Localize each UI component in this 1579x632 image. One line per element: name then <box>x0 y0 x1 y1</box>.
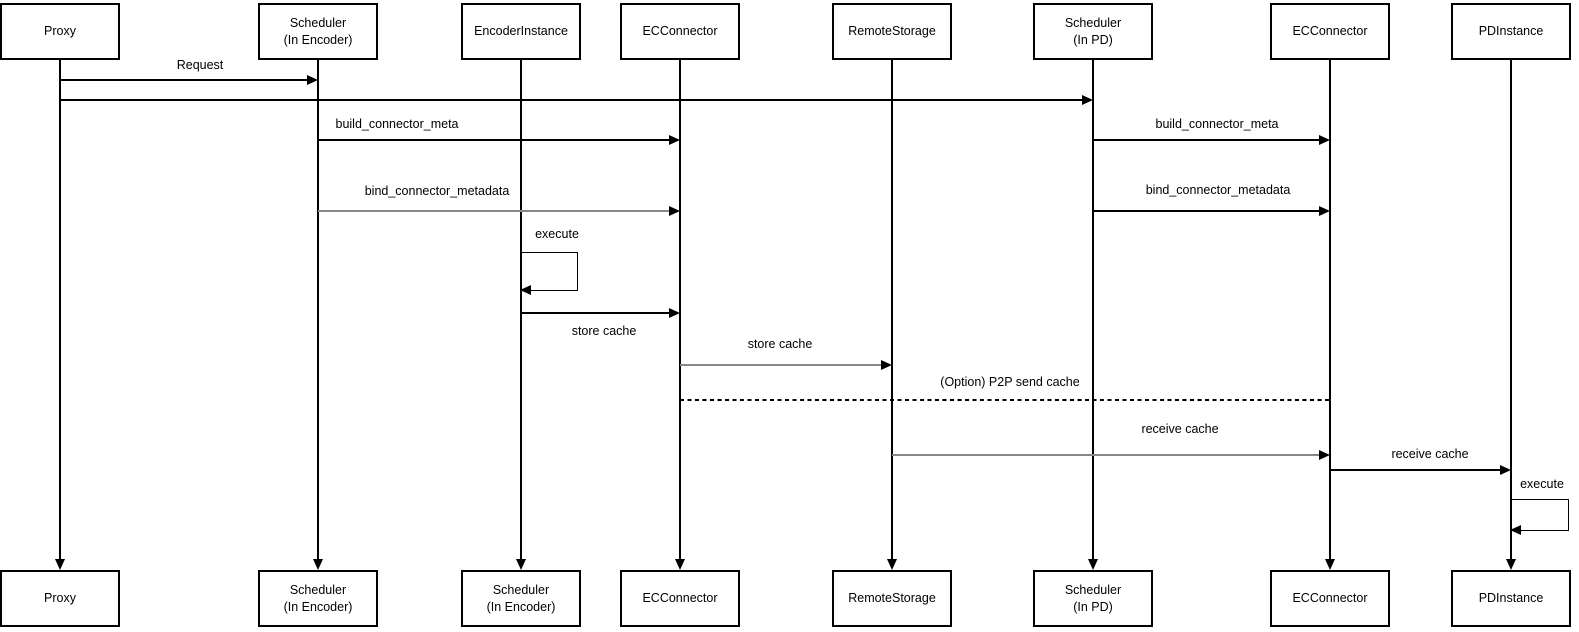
actor-label-line: Scheduler <box>289 15 347 30</box>
lifeline-remote-storage-arrowhead-icon <box>887 559 897 570</box>
actor-remote-storage-bottom-box: RemoteStorage <box>832 570 952 627</box>
actor-label-line: RemoteStorage <box>848 591 936 606</box>
message-bind-connector-metadata-pd-line <box>1093 210 1321 212</box>
self-message-execute-pd-arrowhead-icon <box>1510 525 1521 535</box>
message-build-connector-meta-encoder-label: build_connector_meta <box>335 117 459 131</box>
message-build-connector-meta-pd-arrowhead-icon <box>1319 135 1330 145</box>
actor-label-line: RemoteStorage <box>848 24 936 39</box>
actor-label-line: ECConnector <box>1292 591 1368 606</box>
lifeline-pd-instance-arrowhead-icon <box>1506 559 1516 570</box>
message-receive-cache-ec-label: receive cache <box>1141 422 1219 436</box>
actor-encoder-instance-top-box: EncoderInstance <box>461 3 581 60</box>
actor-scheduler-encoder-top-box: Scheduler (In Encoder) <box>258 3 378 60</box>
message-request-forward-arrowhead-icon <box>1082 95 1093 105</box>
actor-label-line: (In Encoder) <box>283 599 353 614</box>
actor-label-line: (In Encoder) <box>283 32 353 47</box>
actor-remote-storage-top-box: RemoteStorage <box>832 3 952 60</box>
message-request-label: Request <box>176 58 224 72</box>
actor-label-line: Scheduler <box>492 582 550 597</box>
actor-proxy-bottom-box: Proxy <box>0 570 120 627</box>
lifeline-ec-connector-pd <box>1329 60 1331 559</box>
message-p2p-send-cache-line <box>680 399 1330 401</box>
message-store-cache-ec-line <box>521 312 671 314</box>
actor-label-line: Proxy <box>44 24 76 39</box>
message-build-connector-meta-encoder-line <box>318 139 671 141</box>
message-store-cache-ec-arrowhead-icon <box>669 308 680 318</box>
message-receive-cache-ec-line <box>892 454 1321 456</box>
lifeline-scheduler-encoder-arrowhead-icon <box>313 559 323 570</box>
actor-proxy-top-box: Proxy <box>0 3 120 60</box>
lifeline-pd-instance <box>1510 60 1512 559</box>
message-bind-connector-metadata-encoder-label: bind_connector_metadata <box>364 184 510 198</box>
actor-scheduler-pd-top-box: Scheduler (In PD) <box>1033 3 1153 60</box>
message-bind-connector-metadata-encoder-arrowhead-icon <box>669 206 680 216</box>
message-receive-cache-pd-label: receive cache <box>1391 447 1469 461</box>
message-build-connector-meta-pd-label: build_connector_meta <box>1155 117 1279 131</box>
actor-label-line: ECConnector <box>1292 24 1368 39</box>
actor-label-line: PDInstance <box>1478 591 1544 606</box>
actor-pd-instance-bottom-box: PDInstance <box>1451 570 1571 627</box>
message-receive-cache-ec-arrowhead-icon <box>1319 450 1330 460</box>
self-message-execute-pd-loop <box>1511 499 1569 531</box>
lifeline-ec-connector-encoder-arrowhead-icon <box>675 559 685 570</box>
actor-label-line: (In Encoder) <box>486 599 556 614</box>
lifeline-ec-connector-pd-arrowhead-icon <box>1325 559 1335 570</box>
message-bind-connector-metadata-pd-arrowhead-icon <box>1319 206 1330 216</box>
message-receive-cache-pd-arrowhead-icon <box>1500 465 1511 475</box>
actor-label-line: Scheduler <box>1064 582 1122 597</box>
lifeline-encoder-instance-arrowhead-icon <box>516 559 526 570</box>
lifeline-scheduler-encoder <box>317 60 319 559</box>
lifeline-encoder-instance <box>520 60 522 559</box>
lifeline-ec-connector-encoder <box>679 60 681 559</box>
actor-label-line: ECConnector <box>642 591 718 606</box>
lifeline-proxy <box>59 60 61 559</box>
message-request-line <box>60 79 309 81</box>
actor-label-line: Scheduler <box>289 582 347 597</box>
actor-label-line: EncoderInstance <box>474 24 568 39</box>
lifeline-remote-storage <box>891 60 893 559</box>
message-request-forward-line <box>60 99 1084 101</box>
actor-scheduler-encoder-bottom-box: Scheduler (In Encoder) <box>258 570 378 627</box>
message-bind-connector-metadata-encoder-line <box>318 210 671 212</box>
message-request-arrowhead-icon <box>307 75 318 85</box>
message-p2p-send-cache-label: (Option) P2P send cache <box>940 375 1080 389</box>
lifeline-scheduler-pd-arrowhead-icon <box>1088 559 1098 570</box>
actor-label-line: ECConnector <box>642 24 718 39</box>
self-message-execute-encoder-loop <box>521 252 578 291</box>
actor-scheduler-pd-bottom-box: Scheduler (In PD) <box>1033 570 1153 627</box>
actor-ec-connector-encoder-bottom-box: ECConnector <box>620 570 740 627</box>
self-message-execute-encoder-arrowhead-icon <box>520 285 531 295</box>
actor-ec-connector-encoder-top-box: ECConnector <box>620 3 740 60</box>
actor-ec-connector-pd-bottom-box: ECConnector <box>1270 570 1390 627</box>
actor-ec-connector-pd-top-box: ECConnector <box>1270 3 1390 60</box>
self-message-execute-encoder-label: execute <box>535 227 579 241</box>
actor-label-line: (In PD) <box>1073 599 1113 614</box>
actor-encoder-instance-bottom-box: Scheduler (In Encoder) <box>461 570 581 627</box>
self-message-execute-pd-label: execute <box>1520 477 1564 491</box>
message-build-connector-meta-pd-line <box>1093 139 1321 141</box>
message-bind-connector-metadata-pd-label: bind_connector_metadata <box>1145 183 1291 197</box>
actor-label-line: Scheduler <box>1064 15 1122 30</box>
actor-label-line: (In PD) <box>1073 32 1113 47</box>
actor-pd-instance-top-box: PDInstance <box>1451 3 1571 60</box>
message-store-cache-remote-arrowhead-icon <box>881 360 892 370</box>
actor-label-line: Proxy <box>44 591 76 606</box>
actor-label-line: PDInstance <box>1478 24 1544 39</box>
message-store-cache-remote-line <box>680 364 883 366</box>
lifeline-scheduler-pd <box>1092 60 1094 559</box>
message-build-connector-meta-encoder-arrowhead-icon <box>669 135 680 145</box>
lifeline-proxy-arrowhead-icon <box>55 559 65 570</box>
message-receive-cache-pd-line <box>1330 469 1502 471</box>
message-store-cache-ec-label: store cache <box>571 324 637 338</box>
message-store-cache-remote-label: store cache <box>747 337 813 351</box>
